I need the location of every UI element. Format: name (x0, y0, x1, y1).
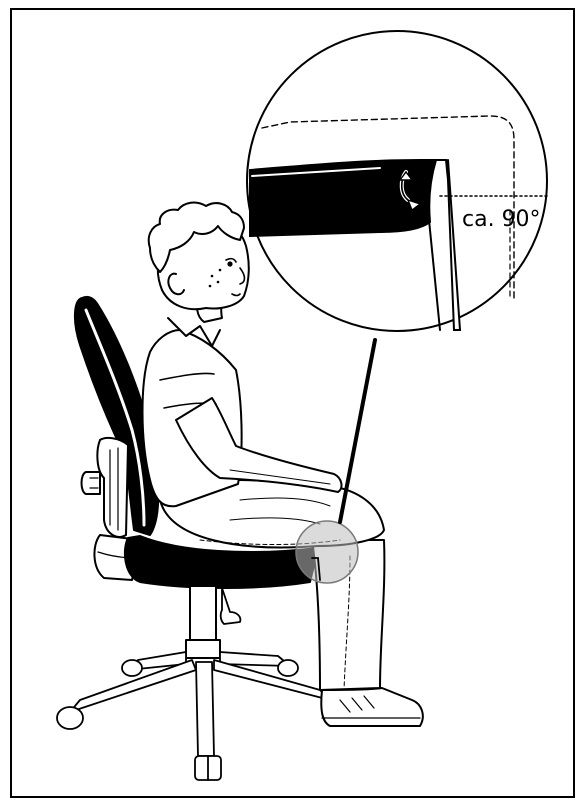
angle-label: ca. 90° (462, 207, 541, 232)
knee-highlight (296, 521, 358, 583)
gas-lift-column (190, 586, 216, 644)
backrest-knob (82, 472, 101, 494)
